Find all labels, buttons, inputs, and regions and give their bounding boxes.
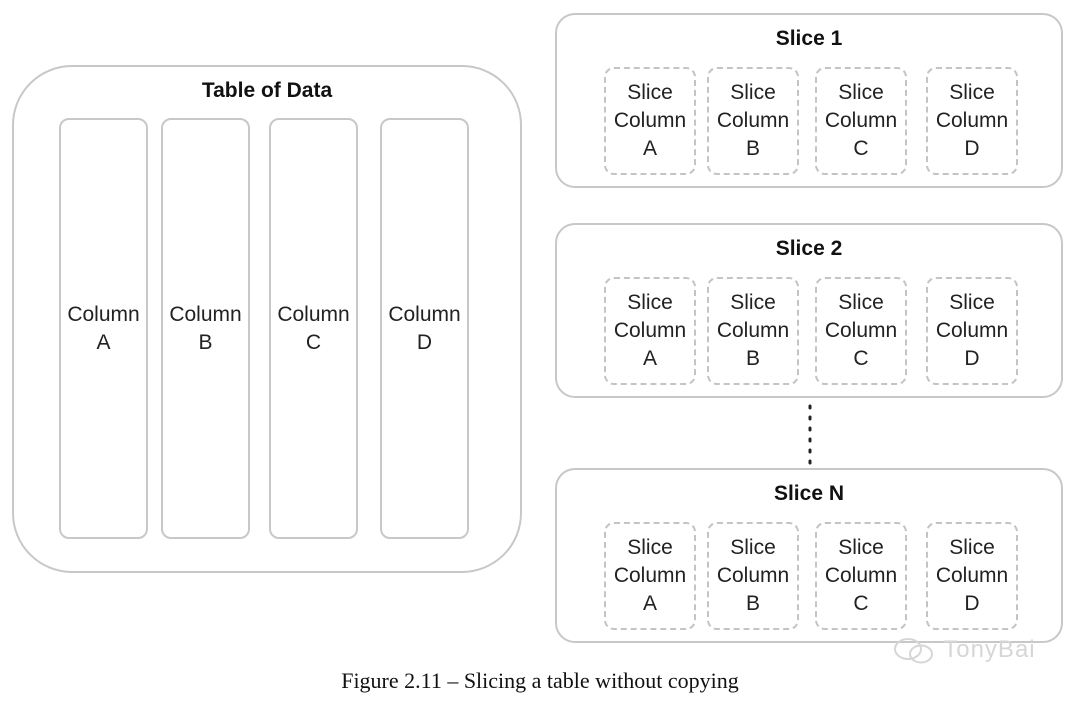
slice-n-title: Slice N	[773, 482, 845, 505]
table-title: Table of Data	[201, 79, 333, 102]
slice-1-title: Slice 1	[775, 27, 843, 50]
figure-caption: Figure 2.11 – Slicing a table without co…	[341, 668, 739, 693]
ellipsis-dots-icon	[808, 404, 812, 470]
watermark: TonyBai	[892, 636, 1036, 665]
wechat-icon	[894, 637, 933, 664]
slice-2-title: Slice 2	[775, 237, 843, 260]
